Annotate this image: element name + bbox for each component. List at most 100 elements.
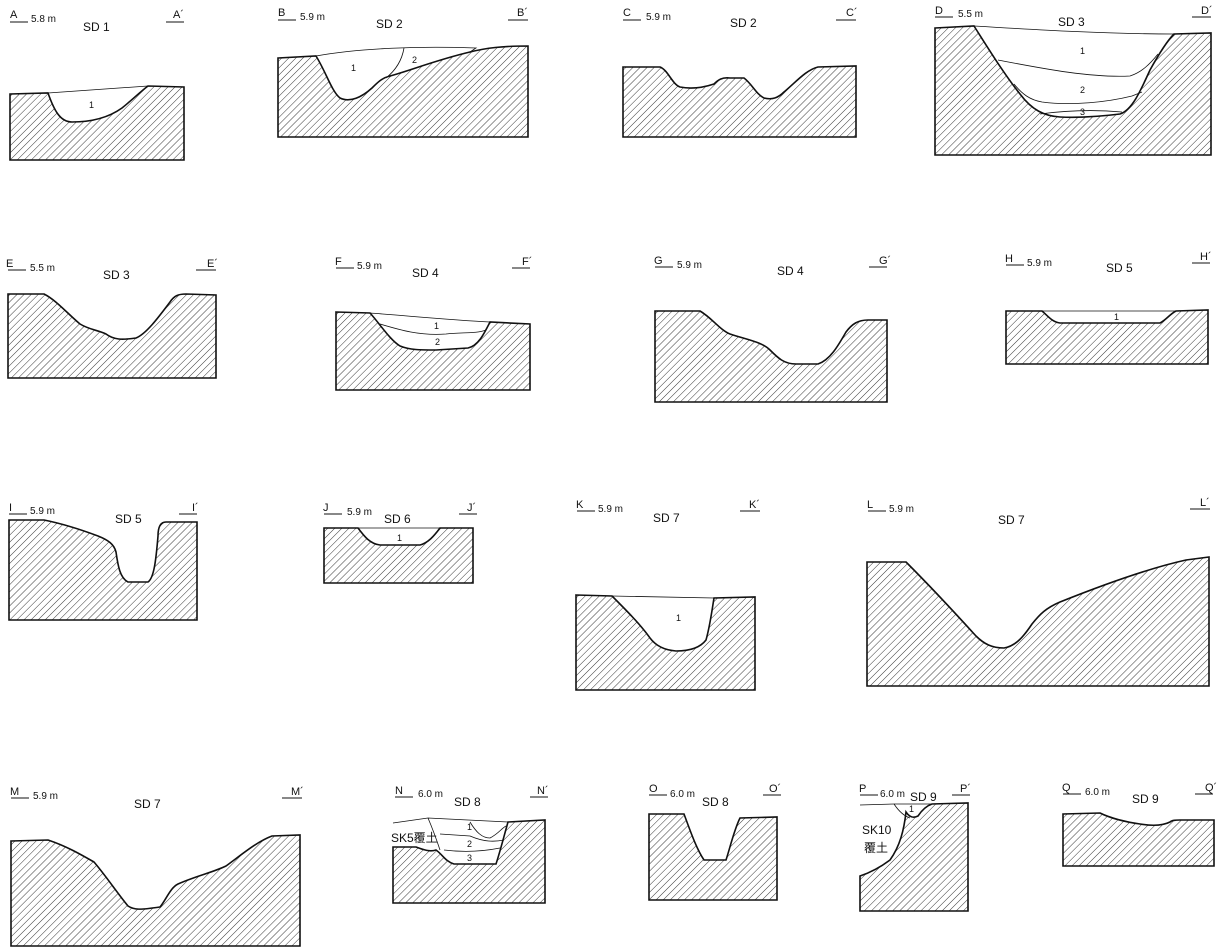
section-K: K 5.9 m K´ SD 7 1 [575, 499, 760, 691]
section-L-start: L [867, 499, 873, 511]
section-F-ground [335, 311, 531, 391]
section-F-title: SD 4 [412, 266, 439, 280]
section-J-end: J´ [467, 502, 476, 514]
section-B-ground [277, 45, 529, 138]
section-P: P 6.0 m P´ SD 9 1 SK10 覆土 [859, 783, 971, 912]
section-Q-elevation: 6.0 m [1085, 787, 1110, 798]
section-E-elevation: 5.5 m [30, 263, 55, 274]
section-L-ground [866, 556, 1210, 687]
section-E-title: SD 3 [103, 268, 130, 282]
section-P-layer-1: 1 [909, 804, 914, 814]
section-N-start: N [395, 785, 403, 797]
section-K-title: SD 7 [653, 511, 680, 525]
section-K-layer-1: 1 [676, 613, 681, 623]
section-D-layer-1: 1 [1080, 46, 1085, 56]
section-P-end: P´ [960, 783, 971, 795]
section-C-ground [622, 65, 857, 138]
section-O-title: SD 8 [702, 795, 729, 809]
section-J-title: SD 6 [384, 512, 411, 526]
section-C-elevation: 5.9 m [646, 12, 671, 23]
section-K-ground [575, 594, 756, 691]
section-Q-start: Q [1062, 782, 1071, 794]
section-P-overlay-1: SK10 [862, 823, 892, 837]
section-D-ground [934, 25, 1212, 156]
section-N-elevation: 6.0 m [418, 789, 443, 800]
section-B-elevation: 5.9 m [300, 12, 325, 23]
section-M-ground [10, 834, 301, 947]
section-O-start: O [649, 783, 658, 795]
section-L-end: L´ [1200, 497, 1210, 509]
section-Q: Q 6.0 m Q´ SD 9 [1062, 782, 1217, 867]
section-D-start: D [935, 5, 943, 17]
section-J-elevation: 5.9 m [347, 507, 372, 518]
section-M-elevation: 5.9 m [33, 791, 58, 802]
section-A: A 5.8 m A´ SD 1 1 [9, 9, 185, 161]
section-B-start: B [278, 7, 285, 19]
section-N-layer-2: 2 [467, 839, 472, 849]
section-M-title: SD 7 [134, 797, 161, 811]
section-H-ground [1005, 309, 1209, 365]
section-Q-end: Q´ [1205, 782, 1217, 794]
section-K-end: K´ [749, 499, 760, 511]
section-B: B 5.9 m B´ SD 2 1 2 [277, 7, 529, 138]
section-B-title: SD 2 [376, 17, 403, 31]
section-G-title: SD 4 [777, 264, 804, 278]
section-B-layer-1: 1 [351, 63, 356, 73]
section-P-overlay-2: 覆土 [864, 841, 888, 855]
section-A-end: A´ [173, 9, 184, 21]
section-H-title: SD 5 [1106, 261, 1133, 275]
section-F: F 5.9 m F´ SD 4 1 2 [335, 256, 532, 391]
section-B-end: B´ [517, 7, 528, 19]
section-A-elevation: 5.8 m [31, 14, 56, 25]
section-K-start: K [576, 499, 584, 511]
section-H-start: H [1005, 253, 1013, 265]
section-O: O 6.0 m O´ SD 8 [648, 783, 781, 901]
section-J-start: J [323, 502, 329, 514]
section-G-end: G´ [879, 255, 891, 267]
section-E-end: E´ [207, 258, 218, 270]
section-J-layer-1: 1 [397, 533, 402, 543]
section-P-ground [859, 802, 969, 912]
section-G-elevation: 5.9 m [677, 260, 702, 271]
section-O-end: O´ [769, 783, 781, 795]
section-C: C 5.9 m C´ SD 2 [622, 7, 858, 138]
section-D: D 5.5 m D´ SD 3 1 2 3 [934, 5, 1213, 156]
section-F-elevation: 5.9 m [357, 261, 382, 272]
section-I-elevation: 5.9 m [30, 506, 55, 517]
section-B-layer-2: 2 [412, 55, 417, 65]
section-F-layer-1: 1 [434, 321, 439, 331]
section-L: L 5.9 m L´ SD 7 [866, 497, 1210, 687]
section-F-layer-2: 2 [435, 337, 440, 347]
section-I-title: SD 5 [115, 512, 142, 526]
section-P-title: SD 9 [910, 790, 937, 804]
section-N-title: SD 8 [454, 795, 481, 809]
section-L-elevation: 5.9 m [889, 504, 914, 515]
section-H-elevation: 5.9 m [1027, 258, 1052, 269]
section-D-elevation: 5.5 m [958, 9, 983, 20]
section-O-elevation: 6.0 m [670, 789, 695, 800]
section-H-layer-1: 1 [1114, 312, 1119, 322]
section-N-ground [392, 819, 546, 904]
section-J: J 5.9 m J´ SD 6 1 [323, 502, 477, 584]
section-O-ground [648, 813, 778, 901]
section-E-start: E [6, 258, 13, 270]
section-M: M 5.9 m M´ SD 7 [10, 786, 304, 947]
section-A-layer-1: 1 [89, 100, 94, 110]
section-H: H 5.9 m H´ SD 5 1 [1005, 251, 1212, 365]
section-K-elevation: 5.9 m [598, 504, 623, 515]
section-G-start: G [654, 255, 663, 267]
section-M-end: M´ [291, 786, 304, 798]
section-G: G 5.9 m G´ SD 4 [654, 255, 891, 403]
section-A-ground [9, 85, 185, 161]
section-L-title: SD 7 [998, 513, 1025, 527]
section-C-end: C´ [846, 7, 858, 19]
section-F-start: F [335, 256, 342, 268]
section-N-layer-3: 3 [467, 853, 472, 863]
section-Q-ground [1062, 812, 1215, 867]
section-N-layer-1: 1 [467, 822, 472, 832]
section-N-end: N´ [537, 785, 549, 797]
section-F-end: F´ [522, 256, 532, 268]
section-C-start: C [623, 7, 631, 19]
section-D-layer-2: 2 [1080, 85, 1085, 95]
